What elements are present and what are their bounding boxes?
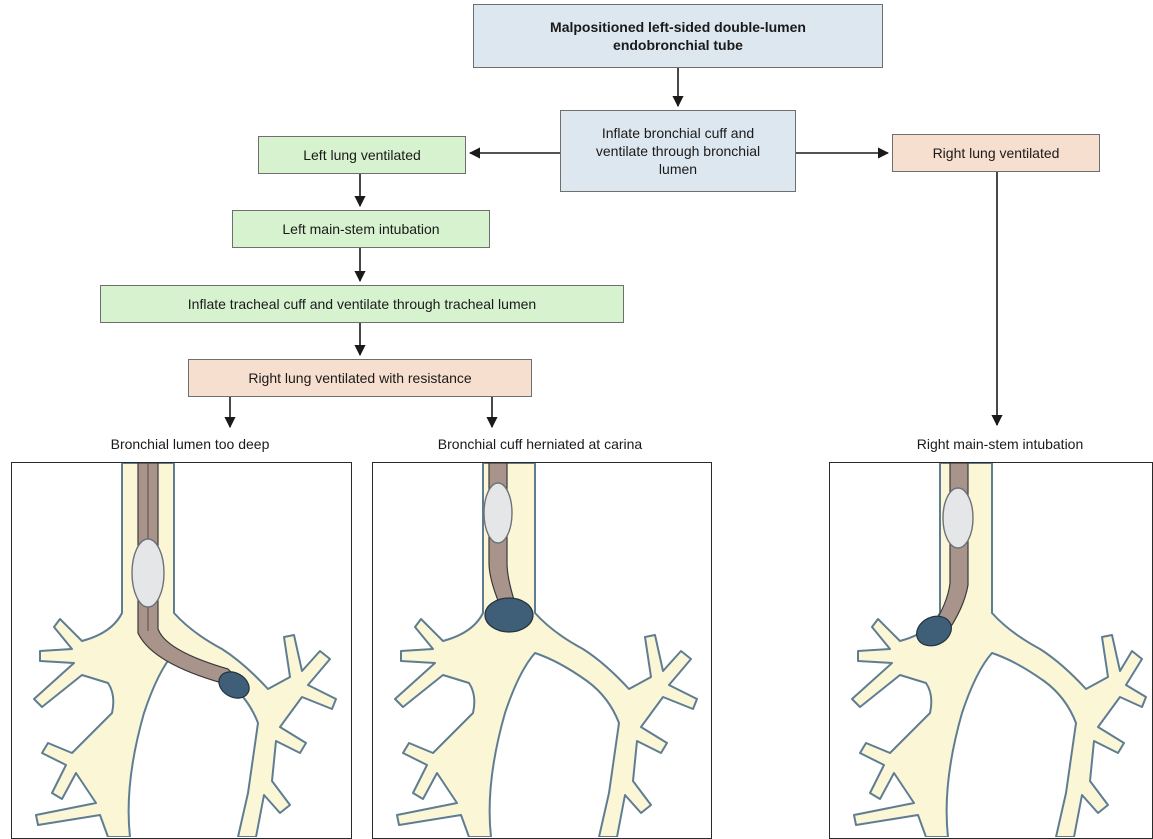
tracheal-cuff <box>484 483 512 543</box>
panel-herniated <box>372 462 712 839</box>
too-deep-label: Bronchial lumen too deep <box>70 436 310 452</box>
airway-tree <box>852 463 1146 837</box>
too-deep-illustration <box>12 463 350 837</box>
right-mainstem-label: Right main-stem intubation <box>880 436 1120 452</box>
tracheal-cuff <box>132 539 164 607</box>
airway-tree <box>395 463 697 837</box>
right-mainstem-illustration <box>830 463 1152 837</box>
bronchial-cuff <box>485 598 533 632</box>
herniated-illustration <box>373 463 710 837</box>
tracheal-cuff <box>943 488 973 548</box>
panel-too-deep <box>11 462 352 839</box>
panel-right-mainstem <box>829 462 1153 839</box>
airway-tree <box>34 463 336 837</box>
herniated-label: Bronchial cuff herniated at carina <box>390 436 690 452</box>
